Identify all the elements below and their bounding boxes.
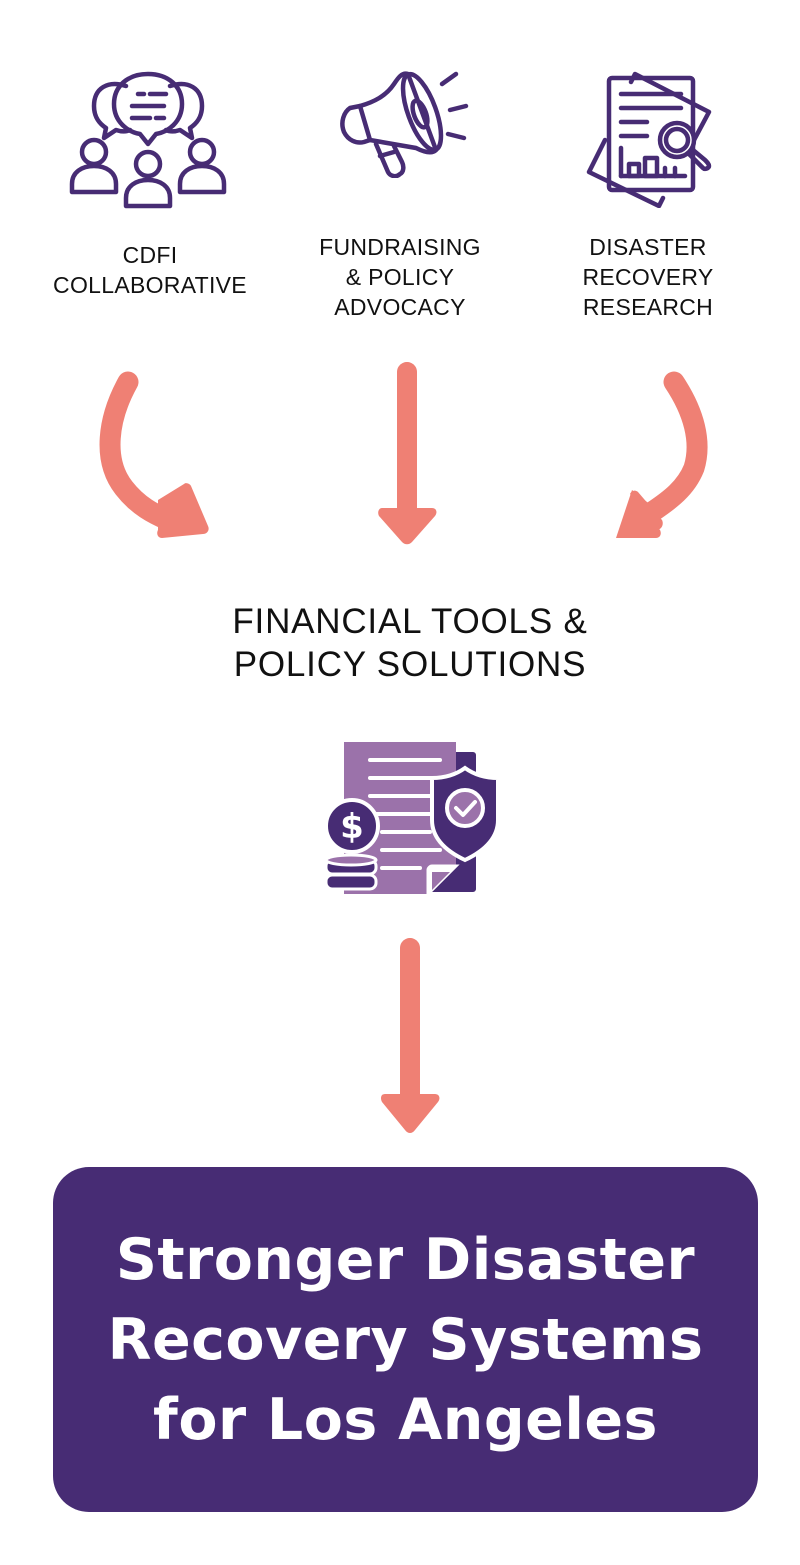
title-line: POLICY SOLUTIONS (233, 645, 587, 684)
result-line: Stronger Disaster (115, 1226, 696, 1293)
group-discussion-icon (68, 66, 228, 211)
curved-arrow-left-icon (90, 360, 230, 555)
straight-arrow-lower-icon (380, 938, 440, 1141)
label-line: FUNDRAISING (319, 234, 481, 260)
label-line: & POLICY (345, 264, 455, 290)
title-line: FINANCIAL TOOLS & (232, 602, 588, 641)
financial-policy-document-icon: $ (320, 738, 500, 900)
label-line: CDFI (122, 242, 178, 268)
label-line: COLLABORATIVE (53, 272, 247, 298)
result-title: Stronger Disaster Recovery Systems for L… (108, 1220, 704, 1460)
research-report-icon (585, 68, 720, 208)
label-line: RECOVERY (582, 264, 714, 290)
label-line: DISASTER (589, 234, 707, 260)
financial-tools-title: FINANCIAL TOOLS & POLICY SOLUTIONS (150, 600, 670, 686)
label-cdfi-collaborative: CDFI COLLABORATIVE (30, 240, 270, 300)
result-line: Recovery Systems (107, 1306, 704, 1373)
curved-arrow-right-icon (590, 360, 730, 555)
result-line: for Los Angeles (153, 1386, 658, 1453)
result-box: Stronger Disaster Recovery Systems for L… (53, 1167, 758, 1512)
label-line: RESEARCH (582, 294, 714, 320)
label-disaster-recovery-research: DISASTER RECOVERY RESEARCH (538, 232, 758, 322)
label-fundraising-policy-advocacy: FUNDRAISING & POLICY ADVOCACY (290, 232, 510, 322)
svg-text:$: $ (340, 807, 364, 847)
megaphone-icon (336, 68, 476, 178)
straight-arrow-center-icon (378, 362, 438, 552)
label-line: ADVOCACY (334, 294, 466, 320)
